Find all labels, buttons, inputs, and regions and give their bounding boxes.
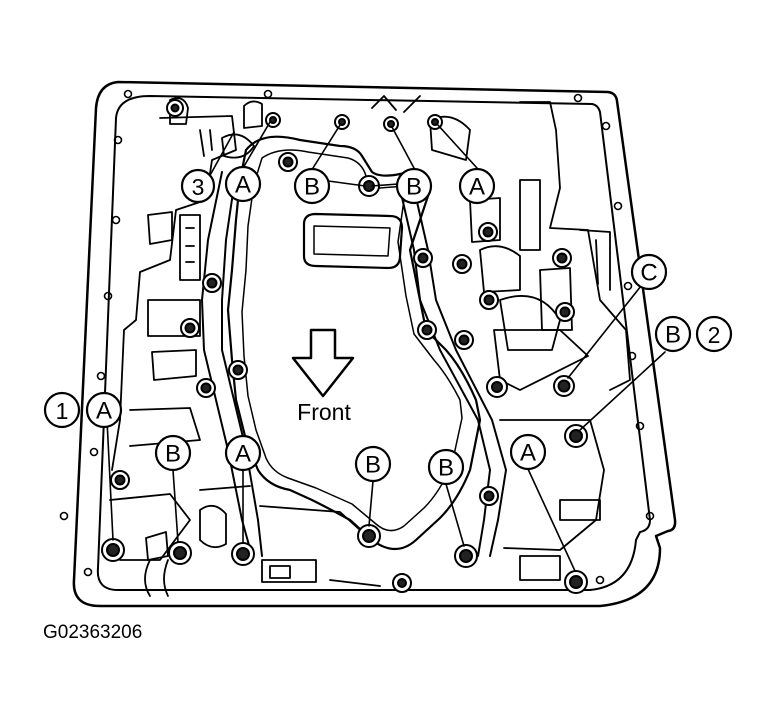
bolt — [392, 573, 412, 593]
bolt — [454, 330, 474, 350]
svg-text:A: A — [469, 174, 485, 201]
callout-b: B — [427, 448, 465, 486]
svg-text:C: C — [640, 260, 657, 287]
bolt — [552, 248, 572, 268]
bolt — [479, 486, 499, 506]
callout-a: A — [224, 165, 262, 203]
bolt — [555, 302, 575, 322]
right-valve-body — [371, 95, 631, 581]
case-bolt-holes — [59, 89, 655, 585]
svg-text:B: B — [438, 455, 454, 482]
svg-text:B: B — [365, 452, 381, 479]
bolt — [479, 290, 499, 310]
callout-b: B — [154, 434, 192, 472]
callout-c: C — [630, 253, 668, 291]
svg-text:B: B — [665, 322, 681, 349]
case-inner-rim — [96, 95, 651, 591]
front-arrow — [291, 328, 355, 398]
svg-text:B: B — [165, 441, 181, 468]
bolt — [564, 570, 588, 594]
bolt — [278, 152, 298, 172]
svg-text:A: A — [235, 441, 251, 468]
callout-a: A — [458, 167, 496, 205]
svg-text:B: B — [406, 174, 422, 201]
bolt — [358, 175, 380, 197]
bolt — [334, 114, 350, 130]
bolt — [202, 273, 222, 293]
svg-text:3: 3 — [192, 174, 205, 200]
bolt — [168, 541, 192, 565]
bolts — [101, 99, 588, 594]
front-label: Front — [297, 399, 351, 425]
bolt — [454, 544, 478, 568]
callout-a: A — [85, 391, 123, 429]
separator-plate-inner — [241, 149, 463, 532]
bolt — [564, 424, 588, 448]
callouts: 3 A B B A C B 2 1 A B A B B A — [43, 165, 733, 486]
bolt — [228, 360, 248, 380]
callout-2: 2 — [695, 315, 733, 353]
bolt — [553, 375, 575, 397]
case-outline — [72, 80, 677, 608]
svg-text:A: A — [520, 440, 536, 467]
bolt — [101, 538, 125, 562]
callout-b: B — [654, 315, 692, 353]
callout-b: B — [293, 167, 331, 205]
bolt — [478, 222, 498, 242]
bolt — [180, 318, 200, 338]
bolt — [413, 248, 433, 268]
figure-id: G02363206 — [43, 622, 143, 643]
callout-1: 1 — [43, 391, 81, 429]
callout-a: A — [509, 433, 547, 471]
bolt — [486, 376, 508, 398]
outlet-port-inner — [313, 225, 391, 257]
callout-3: 3 — [180, 168, 216, 204]
bolt — [417, 320, 437, 340]
bolt — [452, 254, 472, 274]
bolt — [196, 378, 216, 398]
callout-b: B — [354, 445, 392, 483]
bolt — [383, 116, 399, 132]
bolt — [166, 99, 184, 117]
bolt — [231, 542, 255, 566]
callout-a: A — [224, 434, 262, 472]
bolt — [110, 470, 130, 490]
svg-text:A: A — [235, 172, 251, 199]
svg-text:2: 2 — [708, 322, 721, 348]
separator-plate — [226, 135, 482, 551]
bottom-detail — [144, 485, 381, 597]
outlet-port — [302, 212, 404, 270]
callout-b: B — [395, 167, 433, 205]
bolt — [357, 524, 381, 548]
svg-text:1: 1 — [56, 398, 69, 424]
svg-text:A: A — [96, 398, 112, 425]
svg-text:B: B — [304, 174, 320, 201]
left-bracket — [201, 171, 263, 557]
